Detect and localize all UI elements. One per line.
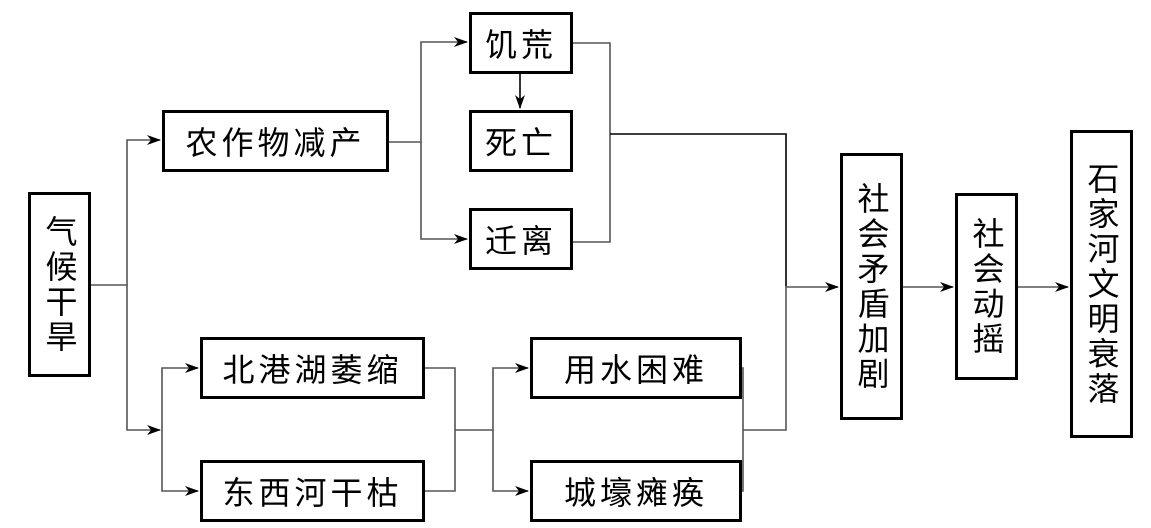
edge-merge-to-moat (492, 430, 529, 496)
node-migration: 迁离 (469, 208, 573, 270)
node-beigang-lake: 北港湖萎缩 (200, 337, 425, 399)
node-decline: 石家河文明衰落 (1070, 130, 1133, 438)
node-dongxi-river: 东西河干枯 (200, 460, 425, 522)
node-crop-decline: 农作物减产 (162, 110, 389, 172)
edge-lower-to-conflict (743, 286, 787, 431)
edge-crop-to-migration (420, 142, 468, 244)
edge-lower-to-river (161, 430, 199, 496)
edge-merge-to-water (455, 363, 529, 431)
node-water-difficulty: 用水困难 (530, 337, 742, 399)
edge-upper-to-conflict (610, 133, 787, 286)
edge-crop-trunk (388, 37, 468, 143)
edge-lower-to-lake (161, 363, 199, 430)
edge-famine-merge (572, 42, 611, 243)
node-drought: 气候干旱 (28, 192, 91, 377)
node-social-unrest: 社会动摇 (955, 193, 1018, 380)
edge-drought-to-lower (126, 285, 161, 435)
node-social-conflict: 社会矛盾加剧 (840, 153, 903, 420)
node-moat-paralysis: 城壕瘫痪 (530, 460, 742, 522)
node-famine: 饥荒 (469, 12, 573, 74)
edge-lake-river-merge (424, 367, 456, 492)
edge-drought-trunk (90, 135, 161, 286)
node-death: 死亡 (469, 110, 573, 172)
